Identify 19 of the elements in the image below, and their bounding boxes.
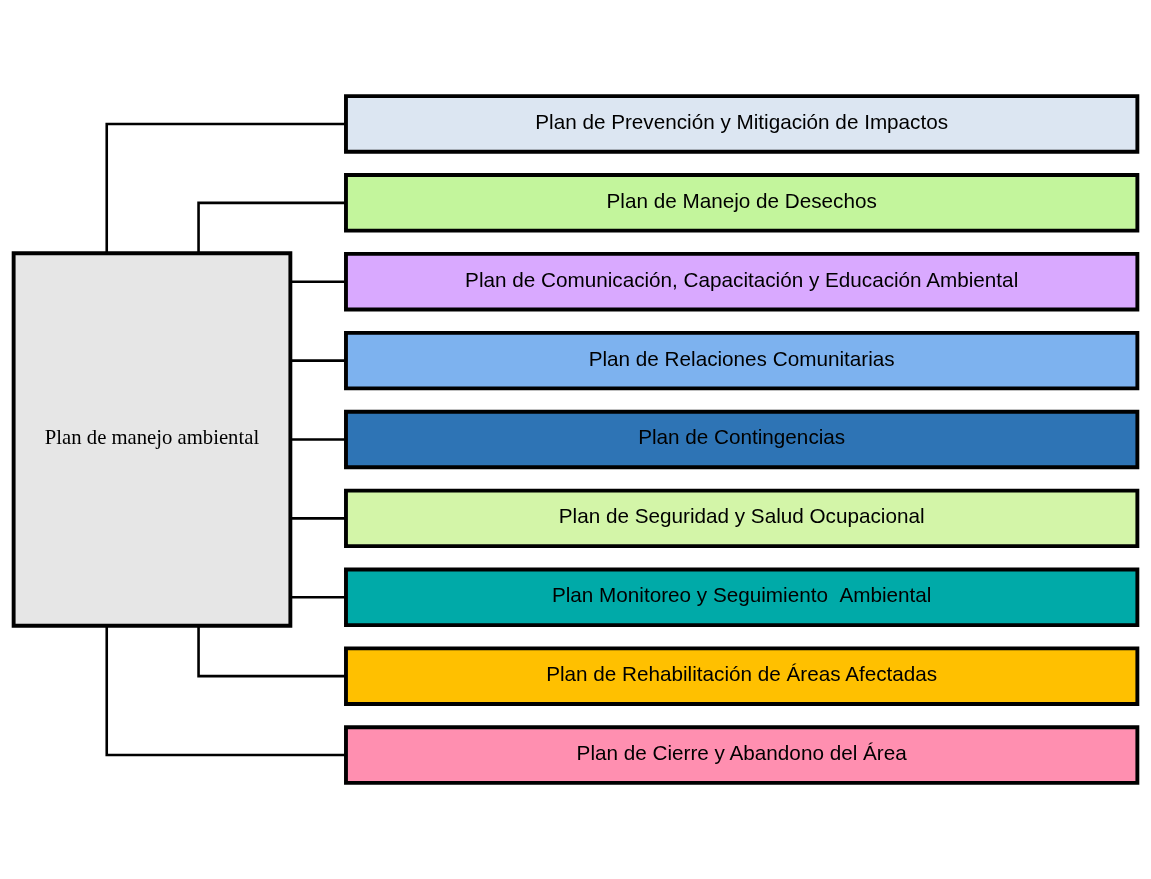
connector (197, 625, 346, 678)
node-box: Plan de Cierre y Abandono del Área (344, 725, 1140, 785)
node-box: Plan de Manejo de Desechos (344, 173, 1140, 233)
node-box: Plan de Relaciones Comunitarias (344, 330, 1140, 391)
node-box: Plan Monitoreo y Seguimiento Ambiental (344, 567, 1140, 627)
connector (290, 595, 346, 599)
node-box: Plan de Prevención y Mitigación de Impactos (344, 94, 1140, 154)
node-box: Plan de Contingencias (344, 409, 1140, 470)
connector (290, 438, 346, 441)
connector (290, 280, 346, 284)
connector (290, 359, 346, 362)
node-box: Plan de Comunicación, Capacitación y Educación Ambiental (344, 252, 1140, 312)
connector (105, 122, 346, 254)
node-box: Plan de Rehabilitación de Áreas Afectadas (344, 646, 1140, 706)
connector (290, 517, 346, 520)
connector (105, 625, 346, 757)
node-box: Plan de Seguridad y Salud Ocupacional (344, 488, 1140, 549)
node-box: Plan de manejo ambiental (11, 251, 293, 628)
connector (197, 201, 346, 254)
